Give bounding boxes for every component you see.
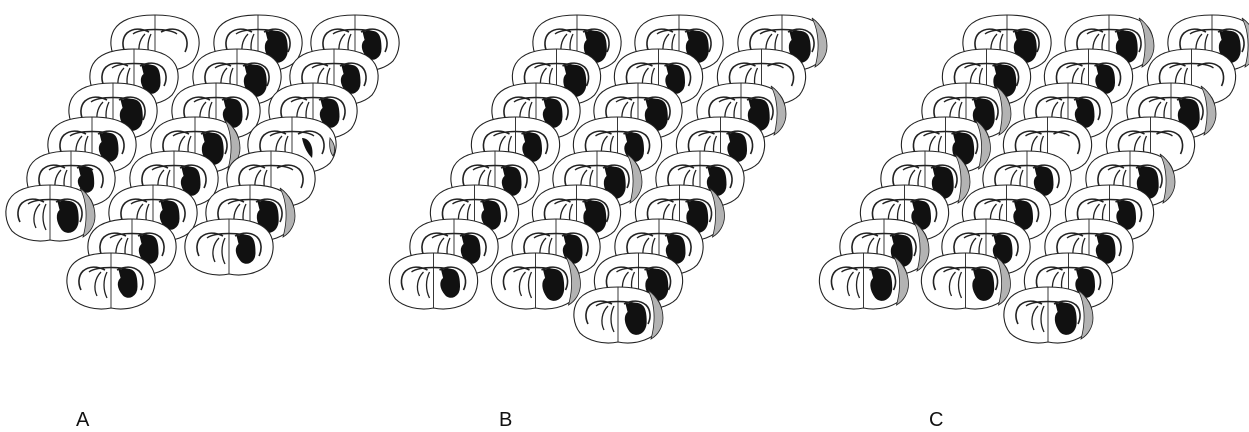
lesion-core [1218, 30, 1241, 63]
lesion-core [340, 64, 361, 94]
penumbra-region [811, 17, 828, 68]
penumbra-region [626, 153, 643, 204]
lesion-core [138, 234, 159, 264]
lesion-core [727, 132, 748, 162]
brain-section [5, 184, 96, 242]
lesion-core [1115, 30, 1138, 63]
penumbra-region [893, 255, 909, 306]
lesion-core [98, 132, 119, 162]
lesion-core [644, 98, 668, 131]
lesion-core [1177, 98, 1200, 131]
lesion-core [972, 268, 995, 301]
lesion-core [624, 302, 647, 335]
lesion-core [302, 138, 313, 158]
lesion-core [1013, 200, 1034, 230]
brain-section [184, 218, 274, 276]
lesion-core [992, 234, 1013, 264]
penumbra-region [79, 187, 96, 238]
penumbra-region [647, 289, 664, 340]
brain-section [1003, 286, 1094, 344]
lesion-core [235, 234, 256, 264]
lesion-core [140, 64, 161, 94]
lesion-core [665, 64, 686, 94]
penumbra-region [995, 255, 1011, 306]
lesion-core [931, 166, 954, 199]
lesion-core [56, 200, 79, 233]
lesion-core [603, 166, 626, 199]
penumbra-region [1159, 153, 1176, 204]
penumbra-region [770, 85, 787, 136]
lesion-core [256, 200, 279, 233]
lesion-core [583, 200, 607, 233]
lesion-core [563, 64, 587, 97]
lesion-core [1033, 166, 1054, 196]
lesion-core [624, 132, 645, 162]
penumbra-region [1138, 17, 1155, 68]
lesion-core [685, 30, 709, 63]
lesion-core [706, 166, 727, 196]
brain-section [388, 252, 479, 310]
lesion-core [481, 200, 502, 230]
brain-section [818, 252, 909, 310]
lesion-core [159, 200, 180, 230]
penumbra-region [709, 187, 725, 238]
brain-section [490, 252, 581, 310]
penumbra-region [975, 119, 991, 170]
panel-c [818, 14, 1249, 344]
lesion-core [1116, 200, 1137, 230]
lesion-core [119, 98, 143, 131]
lesion-core [542, 98, 563, 128]
lesion-core [1013, 30, 1037, 63]
penumbra-region [913, 221, 930, 272]
lesion-core [1075, 268, 1096, 298]
lesion-core [747, 98, 770, 131]
lesion-core [911, 200, 932, 230]
penumbra-region [1200, 85, 1217, 136]
lesion-core [870, 268, 893, 301]
penumbra-region [1077, 289, 1094, 340]
lesion-core [583, 30, 607, 63]
penumbra-region [279, 187, 296, 238]
brain-section [920, 252, 1011, 310]
panel-label-c: C [929, 409, 944, 431]
panel-b [388, 14, 828, 344]
brain-section [737, 14, 828, 72]
lesion-core [440, 268, 461, 298]
panel-label-b: B [499, 409, 513, 431]
lesion-core [686, 200, 709, 233]
penumbra-region [995, 85, 1012, 136]
lesion-core [522, 132, 543, 162]
lesion-core [562, 234, 583, 264]
lesion-core [243, 64, 267, 97]
lesion-core [460, 234, 481, 264]
lesion-core [361, 30, 382, 60]
lesion-core [180, 166, 201, 196]
lesion-core [1074, 98, 1095, 128]
lesion-core [222, 98, 243, 128]
panel-label-a: A [76, 409, 90, 431]
brain-section [66, 252, 156, 310]
lesion-core [1054, 302, 1077, 335]
lesion-core [77, 166, 95, 193]
penumbra-region [1241, 17, 1249, 68]
brain-section [613, 48, 704, 106]
lesion-core [1095, 64, 1116, 94]
lesion-core [501, 166, 522, 196]
brain-section [573, 286, 664, 344]
penumbra-region [954, 153, 971, 204]
lesion-core [117, 268, 138, 298]
lesion-core [665, 234, 686, 264]
lesion-core [201, 132, 224, 165]
penumbra-region [565, 255, 581, 306]
lesion-core [1136, 166, 1159, 199]
penumbra-region [329, 137, 336, 157]
lesion-core [319, 98, 340, 128]
panel-a [5, 14, 400, 310]
lesion-core [542, 268, 565, 301]
lesion-core [264, 30, 288, 63]
lesion-core [1095, 234, 1116, 264]
lesion-core [788, 30, 811, 63]
